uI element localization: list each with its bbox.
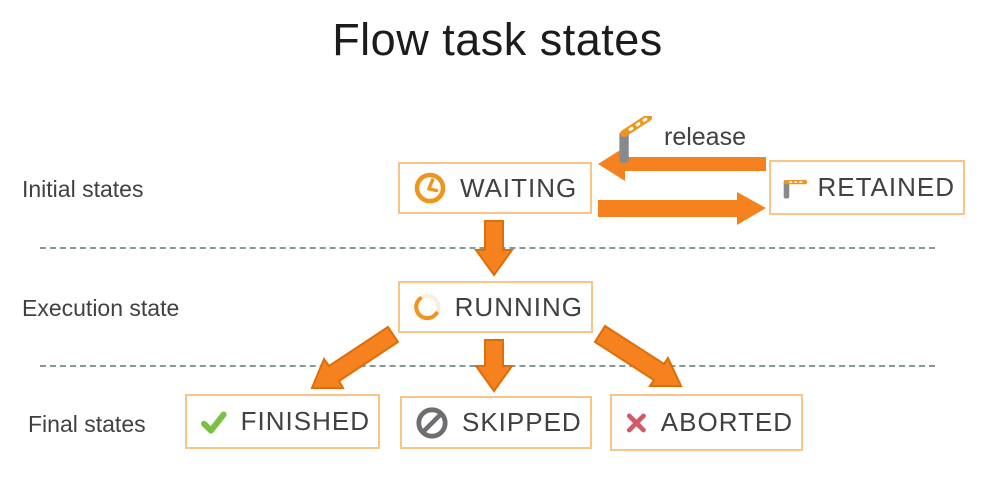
row-label-final-states: Final states [28,411,146,437]
row-label-initial-states: Initial states [22,176,144,202]
spinner-icon [414,293,441,321]
state-label-running: RUNNING [454,291,583,322]
cross-icon [626,413,646,432]
arrow-running-to-finished [310,325,400,389]
clock-icon [414,172,446,204]
state-label-aborted: ABORTED [660,407,793,437]
state-label-waiting: WAITING [460,172,578,203]
state-box-running: RUNNING [398,281,593,333]
release-label: release [664,123,746,151]
state-box-waiting: WAITING [398,162,592,214]
state-label-retained: RETAINED [817,172,955,202]
state-label-finished: FINISHED [240,406,370,436]
dashed-separator-initial-execution [40,247,935,249]
arrow-running-to-aborted [593,324,683,387]
barrier-open-icon [610,116,660,166]
check-icon [201,411,227,434]
state-box-finished: FINISHED [185,394,380,449]
no-entry-icon [416,406,448,439]
state-box-aborted: ABORTED [610,394,803,451]
row-label-execution-state: Execution state [22,295,180,321]
dashed-separator-execution-final [40,365,935,367]
state-label-skipped: SKIPPED [462,407,582,437]
barrier-closed-icon [783,179,808,199]
state-box-skipped: SKIPPED [400,396,592,449]
barrier-open-icon-svg [619,116,653,163]
page-title: Flow task states [332,14,663,65]
state-box-retained: RETAINED [769,160,965,215]
arrow-waiting-to-retained [598,192,766,225]
